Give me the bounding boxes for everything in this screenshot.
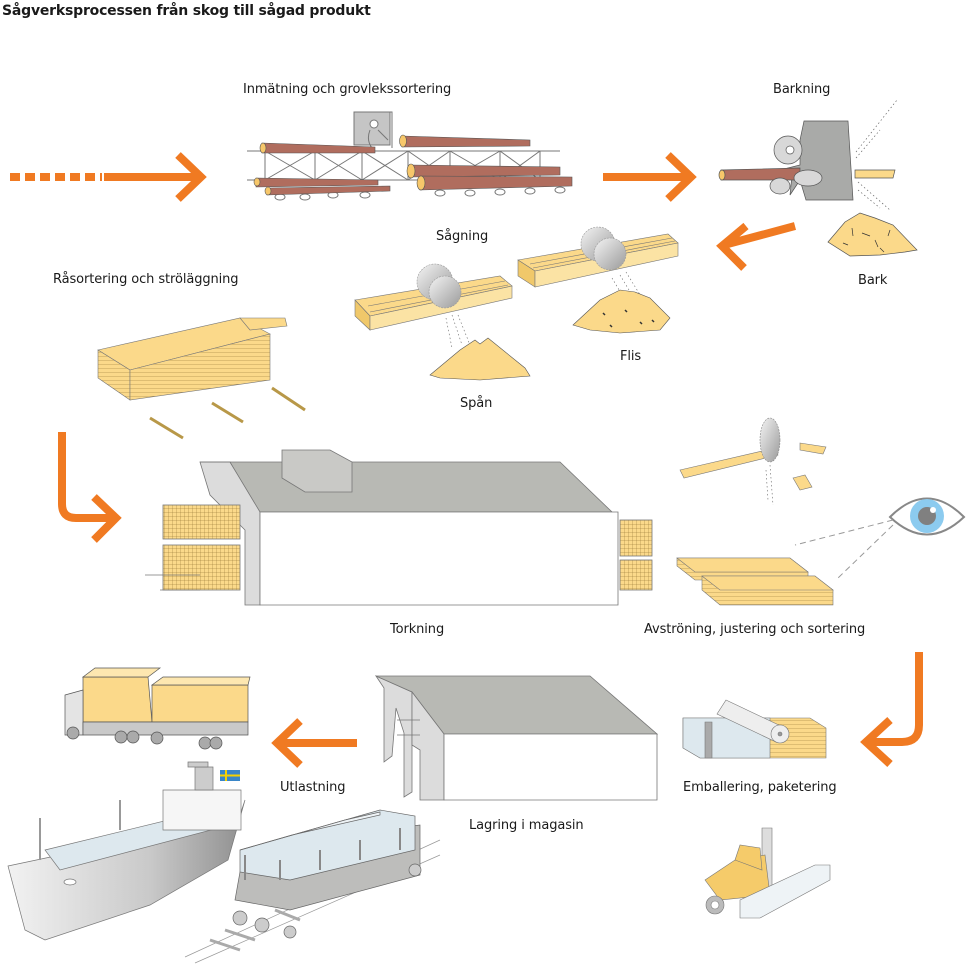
label-lagring: Lagring i magasin <box>469 818 584 833</box>
debarking-machine <box>718 99 898 211</box>
rail-wagon <box>184 809 441 964</box>
label-barkning: Barkning <box>773 82 831 97</box>
label-avstroning: Avströning, justering och sortering <box>644 622 866 637</box>
truck <box>64 667 251 750</box>
forklift <box>704 827 831 919</box>
label-torkning: Torkning <box>390 622 445 637</box>
drying-kiln <box>145 449 653 606</box>
sorting-eye <box>794 497 966 579</box>
storage-warehouse <box>374 675 659 801</box>
label-bark: Bark <box>858 273 888 288</box>
label-sagning: Sågning <box>436 229 489 244</box>
arrow-to-torkning <box>58 432 122 543</box>
arrow-to-utlastning <box>271 718 357 768</box>
cargo-ship <box>7 761 246 941</box>
sawdust-pile <box>429 337 531 381</box>
label-emballering: Emballering, paketering <box>683 780 837 795</box>
arrow-to-barkning <box>603 152 697 202</box>
label-flis: Flis <box>620 349 642 364</box>
lumber-stack <box>97 317 306 440</box>
packaging-machine <box>682 699 827 759</box>
label-utlastning: Utlastning <box>280 780 346 795</box>
trimming-saw <box>679 417 827 506</box>
label-rasortering: Råsortering och ströläggning <box>53 272 239 287</box>
sawing-board-2 <box>517 226 679 306</box>
arrows <box>10 152 923 768</box>
arrow-to-sagning <box>716 222 797 271</box>
label-span: Spån <box>460 396 493 411</box>
arrow-to-emballering <box>860 652 923 767</box>
logs <box>253 134 573 196</box>
sawing-board-1 <box>354 263 513 349</box>
label-inmatning: Inmätning och grovlekssortering <box>243 82 452 97</box>
chips-pile <box>572 289 671 334</box>
bark-pile <box>827 212 918 257</box>
arrow-dotted-start <box>10 152 207 202</box>
swedish-flag-icon <box>220 770 240 781</box>
sorted-lumber <box>676 557 834 606</box>
log-sorting-conveyor <box>247 111 566 201</box>
diagram-title: Sågverksprocessen från skog till sågad p… <box>2 3 371 19</box>
